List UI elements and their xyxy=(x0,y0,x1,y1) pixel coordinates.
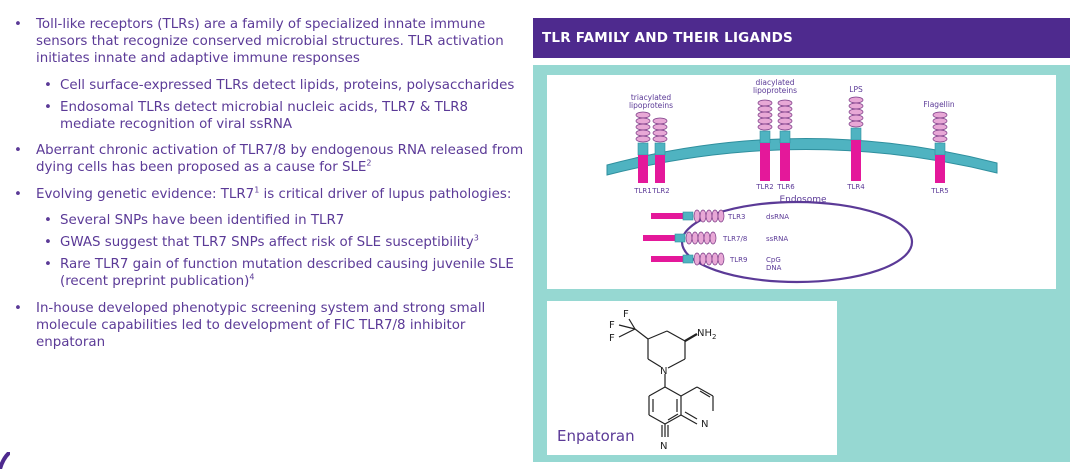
label-tlr9: TLR9 xyxy=(729,256,748,264)
bullet-list: • Toll-like receptors (TLRs) are a famil… xyxy=(14,16,524,360)
atom-n-quinoline: N xyxy=(701,419,708,430)
tlr-panel: triacylated lipoproteins diacylated lipo… xyxy=(533,65,1070,462)
label-tlr3: TLR3 xyxy=(727,213,746,221)
tlr-diagram: triacylated lipoproteins diacylated lipo… xyxy=(606,78,998,284)
atom-n-ring: N xyxy=(660,366,667,377)
label-dsrna: dsRNA xyxy=(766,213,789,221)
bullet-dot: • xyxy=(14,143,22,159)
sub-bullet-snps: • Several SNPs have been identified in T… xyxy=(44,212,345,228)
label-flagellin: Flagellin xyxy=(923,100,955,109)
cell-membrane xyxy=(606,138,998,176)
label-tlr1: TLR1 xyxy=(633,187,652,195)
label-tlr6: TLR6 xyxy=(776,183,795,191)
bullet-dot: • xyxy=(14,17,22,32)
ligand-ovals xyxy=(635,96,948,143)
endosomal-tlr3 xyxy=(651,209,725,223)
enpatoran-structure-card: F F F N NH2 N N Enpatoran xyxy=(547,301,837,455)
bullet-dot: • xyxy=(44,257,52,273)
sub-bullet-endosomal: • Endosomal TLRs detect microbial nuclei… xyxy=(44,99,469,133)
atom-f1: F xyxy=(623,309,629,320)
label-triacylated-2: lipoproteins xyxy=(629,101,673,110)
label-tlr5: TLR5 xyxy=(930,187,949,195)
label-tlr2-a: TLR2 xyxy=(651,187,670,195)
receptor-stems xyxy=(638,140,945,183)
atom-f3: F xyxy=(609,333,615,344)
panel-title: TLR FAMILY AND THEIR LIGANDS xyxy=(533,18,1070,58)
sub-bullet-cell-surface: • Cell surface-expressed TLRs detect lip… xyxy=(44,77,515,93)
atom-n-nitrile: N xyxy=(660,441,667,452)
label-tlr4: TLR4 xyxy=(846,183,865,191)
tlr-diagram-card: triacylated lipoproteins diacylated lipo… xyxy=(547,75,1056,289)
label-dna: DNA xyxy=(766,264,782,272)
molecule-name: Enpatoran xyxy=(557,427,635,445)
atom-nh2: NH2 xyxy=(697,328,716,341)
bullet-dot: • xyxy=(44,77,52,93)
bullet-dot: • xyxy=(44,99,52,115)
sub-bullet-gwas: • GWAS suggest that TLR7 SNPs affect ris… xyxy=(44,233,479,251)
label-ssrna: ssRNA xyxy=(766,235,788,243)
bullet-enpatoran-development: • In-house developed phenotypic screenin… xyxy=(14,300,486,351)
atom-f2: F xyxy=(609,320,615,331)
label-cpg: CpG xyxy=(766,256,781,264)
bullet-dot: • xyxy=(44,235,52,251)
endosomal-tlr78 xyxy=(643,231,717,245)
bullet-tlr-intro: • Toll-like receptors (TLRs) are a famil… xyxy=(14,17,504,67)
receptor-caps xyxy=(637,127,946,156)
label-diacylated-2: lipoproteins xyxy=(753,86,797,95)
bullet-dot: • xyxy=(14,300,22,316)
bullet-aberrant-activation: • Aberrant chronic activation of TLR7/8 … xyxy=(14,143,524,176)
enpatoran-structure: F F F N NH2 N N Enpatoran xyxy=(557,309,716,452)
bullet-genetic-evidence: • Evolving genetic evidence: TLR71 is cr… xyxy=(14,185,512,202)
label-endosome: Endosome xyxy=(779,195,827,205)
bullet-dot: • xyxy=(44,212,52,228)
label-lps: LPS xyxy=(849,85,863,94)
label-tlr78: TLR7/8 xyxy=(722,235,747,243)
endosomal-tlr9 xyxy=(651,252,725,266)
bullet-dot: • xyxy=(14,186,22,202)
label-triacylated-1: triacylated xyxy=(631,93,672,102)
sub-bullet-gain-of-function: • Rare TLR7 gain of function mutation de… xyxy=(44,257,514,290)
label-diacylated-1: diacylated xyxy=(756,78,795,87)
label-tlr2-b: TLR2 xyxy=(755,183,774,191)
decorative-arc xyxy=(0,452,10,469)
